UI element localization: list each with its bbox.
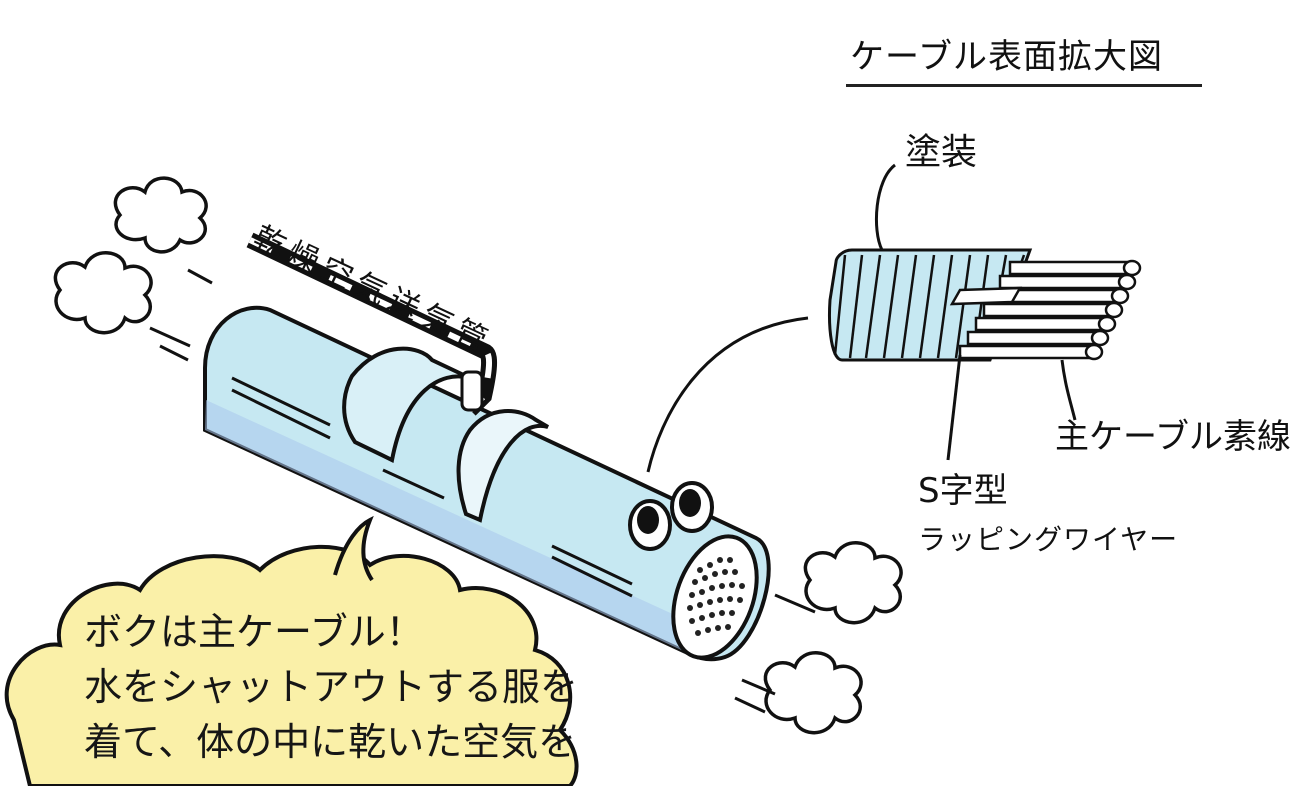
speech-bubble-tail <box>333 515 374 582</box>
pipe-joint <box>460 370 484 412</box>
title-underline <box>846 84 1202 87</box>
s-wire-label-line2: ラッピングワイヤー <box>918 523 1179 556</box>
speech-line-3: 着て、体の中に乾いた空気を <box>84 720 577 764</box>
zoom-view-title: ケーブル表面拡大図 <box>850 37 1163 77</box>
steam-puff-right <box>803 541 903 625</box>
cable-strand-pattern <box>687 557 745 636</box>
motion-lines <box>149 268 816 714</box>
right-pupil <box>679 489 701 517</box>
left-pupil <box>637 506 659 534</box>
cable-highlight-lines <box>231 376 633 598</box>
speech-text: ボクは主ケーブル！ 水をシャットアウトする服を 着て、体の中に乾いた空気を <box>84 605 578 770</box>
speech-line-1: ボクは主ケーブル！ <box>84 610 424 654</box>
steam-puff-top-left <box>113 176 208 254</box>
leader-s-wire <box>946 354 962 461</box>
cable-collar-right <box>456 409 550 523</box>
zoomed-cable-surface <box>828 248 1142 362</box>
leader-line-to-zoom <box>646 316 809 473</box>
speech-line-2: 水をシャットアウトする服を <box>84 665 579 709</box>
coating-label: 塗装 <box>905 132 978 173</box>
cable-shade <box>205 400 690 654</box>
leader-coating <box>874 163 897 251</box>
steam-puff-left <box>53 251 153 335</box>
steam-puff-bottom-right <box>763 651 863 735</box>
cable-end-face <box>671 534 759 660</box>
leader-main-wire <box>1060 359 1077 421</box>
main-wire-label: 主ケーブル素線 <box>1055 417 1291 457</box>
s-wire-label-line1: S字型 <box>918 471 1008 511</box>
s-wire-cutaway <box>949 286 1023 306</box>
cable-collar-left <box>342 346 471 463</box>
zoomed-wire-strands <box>958 259 1142 361</box>
